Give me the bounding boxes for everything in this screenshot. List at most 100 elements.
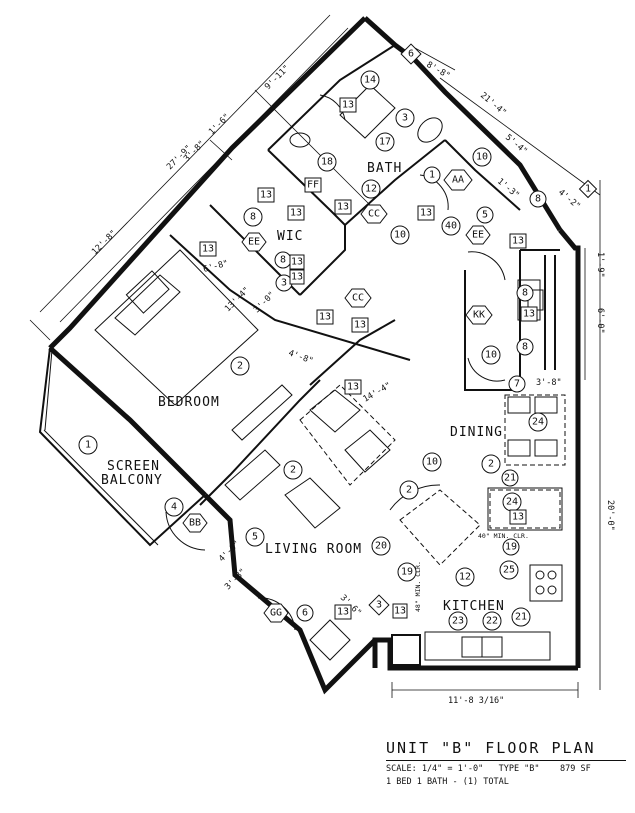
square-tag: 13 xyxy=(287,205,305,221)
note-48-clr: 48" MIN. CLR. xyxy=(414,561,422,612)
room-label-kitchen: KITCHEN xyxy=(443,599,505,614)
svg-text:13: 13 xyxy=(202,244,214,255)
circle-tag: 8 xyxy=(243,207,263,227)
triangle-tag: 1 xyxy=(578,179,598,199)
svg-text:6: 6 xyxy=(302,608,308,619)
dim-bath-top: 8'-8" xyxy=(425,60,452,81)
svg-text:13: 13 xyxy=(420,208,432,219)
svg-text:13: 13 xyxy=(260,190,272,201)
dim-6-8: 6'-8" xyxy=(202,259,229,275)
fixtures xyxy=(94,84,566,666)
title-block: UNIT "B" FLOOR PLAN SCALE: 1/4" = 1'-0" … xyxy=(386,739,626,787)
svg-text:2: 2 xyxy=(290,465,296,476)
svg-text:13: 13 xyxy=(337,202,349,213)
svg-text:13: 13 xyxy=(394,606,406,617)
svg-text:13: 13 xyxy=(512,512,524,523)
square-tag: 13 xyxy=(257,187,275,203)
svg-text:13: 13 xyxy=(342,100,354,111)
svg-text:19: 19 xyxy=(505,542,517,553)
square-tag: 13 xyxy=(334,199,352,215)
svg-text:24: 24 xyxy=(532,417,544,428)
square-tag: 13 xyxy=(339,97,357,113)
svg-text:13: 13 xyxy=(291,272,303,283)
wall-bottom xyxy=(372,637,578,671)
svg-text:10: 10 xyxy=(476,152,488,163)
svg-text:12: 12 xyxy=(365,184,377,195)
svg-text:18: 18 xyxy=(321,157,333,168)
circle-tag: 18 xyxy=(317,152,337,172)
room-label-bath: BATH xyxy=(367,161,402,176)
square-tag: 13 xyxy=(289,254,305,270)
circle-tag: 23 xyxy=(448,611,468,631)
svg-text:13: 13 xyxy=(354,320,366,331)
square-tag: 13 xyxy=(509,509,527,525)
dim-1-6: 1'-6" xyxy=(207,112,232,137)
dim-3-8-b: 3'-8" xyxy=(536,378,562,388)
svg-text:7: 7 xyxy=(514,379,520,390)
circle-tag: 3 xyxy=(395,108,415,128)
room-label-balcony-1: SCREEN xyxy=(107,459,160,474)
circle-tag: 10 xyxy=(390,225,410,245)
dim-20-0: 20'-0" xyxy=(605,500,615,531)
svg-text:13: 13 xyxy=(290,208,302,219)
room-label-wic: WIC xyxy=(277,229,303,244)
circle-tag: 25 xyxy=(499,560,519,580)
circle-tag: 17 xyxy=(375,132,395,152)
bed xyxy=(94,249,259,406)
triangle-tag: 3 xyxy=(368,594,390,616)
circle-tag: 8 xyxy=(516,338,534,356)
dim-bottom: 11'-8 3/16" xyxy=(448,696,504,706)
circle-tag: 19 xyxy=(397,562,417,582)
circle-tag: 8 xyxy=(529,190,547,208)
hex-tags: AA EE EE CC CC KK BB GG xyxy=(182,169,493,623)
svg-text:20: 20 xyxy=(375,541,387,552)
svg-text:21: 21 xyxy=(515,612,527,623)
svg-text:1: 1 xyxy=(85,440,91,451)
circle-tag: 21 xyxy=(501,469,519,487)
svg-text:3: 3 xyxy=(402,113,408,124)
circle-tag: 1 xyxy=(78,435,98,455)
square-tag: 13 xyxy=(351,317,369,333)
svg-text:8: 8 xyxy=(280,255,286,266)
svg-text:22: 22 xyxy=(486,616,498,627)
dim-1-3: 1'-3" xyxy=(495,177,521,201)
room-label-dining: DINING xyxy=(450,425,503,440)
circle-tag: 22 xyxy=(482,611,502,631)
exterior-walls xyxy=(48,16,581,695)
circle-tag: 1 xyxy=(423,166,441,184)
square-tags: 6 13 13 FF 13 13 13 13 13 13 13 13 13 13… xyxy=(199,43,538,620)
svg-text:19: 19 xyxy=(401,567,413,578)
svg-text:6: 6 xyxy=(408,49,414,60)
circle-tag: 10 xyxy=(481,345,501,365)
dim-4-2: 4'-2" xyxy=(556,188,582,212)
svg-text:4: 4 xyxy=(171,502,177,513)
circle-tag: 12 xyxy=(361,179,381,199)
svg-text:40: 40 xyxy=(445,221,457,232)
svg-text:1: 1 xyxy=(585,184,591,195)
room-label-living: LIVING ROOM xyxy=(265,542,362,557)
svg-text:8: 8 xyxy=(522,288,528,299)
circle-tag: 10 xyxy=(422,452,442,472)
dim-1-9: 1'-9" xyxy=(595,252,605,278)
circle-tag: 8 xyxy=(516,284,534,302)
dim-6-0: 6'-0" xyxy=(595,308,605,334)
plan-type: TYPE "B" xyxy=(498,764,540,774)
wall-upper-right xyxy=(363,16,563,232)
circle-tag: 10 xyxy=(472,147,492,167)
dim-3-0: 3'-0" xyxy=(252,290,277,315)
hex-tag: AA xyxy=(443,169,473,191)
svg-text:10: 10 xyxy=(485,350,497,361)
wall-lower-left xyxy=(48,346,207,497)
room-labels: BATH WIC BEDROOM DINING SCREEN BALCONY L… xyxy=(101,161,505,614)
hex-tag: EE xyxy=(241,232,267,252)
svg-text:2: 2 xyxy=(237,361,243,372)
circle-tag: 4 xyxy=(164,497,184,517)
triangle-tags: 3 1 xyxy=(368,179,598,616)
circle-tag: 2 xyxy=(283,460,303,480)
circle-tag: 5 xyxy=(245,527,265,547)
circle-tag: 2 xyxy=(481,454,501,474)
circle-tag: 2 xyxy=(230,356,250,376)
svg-text:13: 13 xyxy=(337,607,349,618)
dim-4-8: 4'-8" xyxy=(287,348,314,366)
svg-text:21: 21 xyxy=(504,473,516,484)
